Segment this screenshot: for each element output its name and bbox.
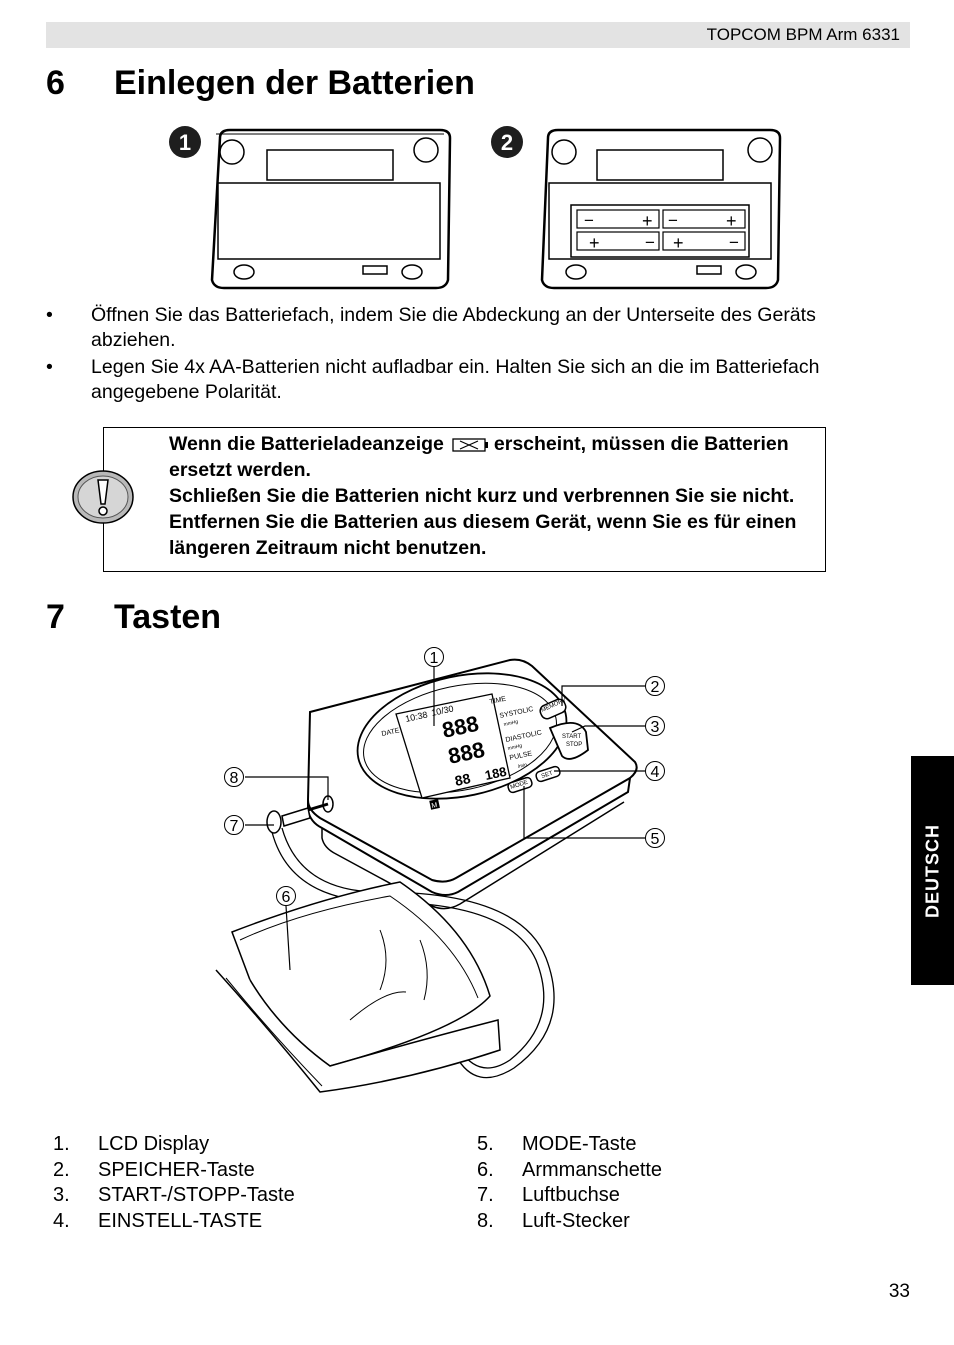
callout-3: 3 [651,719,660,736]
item-number: 1. [53,1133,70,1155]
set-button-label: SET [541,770,554,779]
list-item: 8. Luft-Stecker [477,1209,662,1235]
battery-minus-mark: − [668,211,678,230]
figure-1-closed-cover: 1 [169,126,452,290]
item-number: 3. [53,1184,70,1206]
figure-1-badge [169,126,201,158]
warning-exclamation-icon [72,470,134,524]
figure-2-number: 2 [501,130,513,155]
battery-plus-mark: + [726,211,737,231]
set-button[interactable]: SET [535,765,561,783]
lcd-date-readout: 10/30 [430,703,454,717]
list-item: 3. START-/STOPP-Taste [53,1183,295,1209]
item-label: EINSTELL-TASTE [98,1209,263,1232]
low-battery-icon [452,438,488,452]
note-part-2: erscheint, müssen die Batterien ersetzt … [169,433,789,481]
lcd-time-readout: 10:38 [404,709,428,723]
section-title: Einlegen der Batterien [114,64,475,102]
item-label: SPEICHER-Taste [98,1158,255,1181]
pulse-unit: /min [517,762,528,770]
memory-indicator: M [431,802,438,810]
diastolic-unit: mmHg [507,743,523,752]
item-label: START-/STOPP-Taste [98,1184,295,1206]
language-tab-label: DEUTSCH [922,823,942,918]
figure-1-number: 1 [179,130,191,155]
note-part-1: Wenn die Batterieladeanzeige [169,433,444,455]
blood-pressure-monitor-diagram: 10:38 10/30 888 888 88 188 DATE TIME SYS… [215,647,665,1093]
air-plug [266,802,329,834]
list-item: 4. EINSTELL-TASTE [53,1209,295,1235]
section-number: 6 [46,64,65,102]
instruction-list: • Öffnen Sie das Batteriefach, indem Sie… [46,303,876,407]
section-number: 7 [46,598,65,636]
item-number: 4. [53,1209,70,1232]
battery-compartment-figures: 1 2 − + − + + − + − [169,126,782,290]
list-item: • Legen Sie 4x AA-Batterien nicht auflad… [46,355,876,405]
stop-label: STOP [566,742,582,748]
bullet-text: Öffnen Sie das Batteriefach, indem Sie d… [91,304,816,351]
item-number: 8. [477,1209,494,1232]
callout-1: 1 [430,650,439,667]
page-number: 33 [888,1281,910,1302]
document-title: TOPCOM BPM Arm 6331 [706,25,900,44]
item-label: MODE-Taste [522,1133,637,1155]
list-item: 6. Armmanschette [477,1158,662,1184]
language-tab: DEUTSCH [911,756,954,985]
date-label: DATE [381,727,401,738]
systolic-unit: mmHg [503,719,519,728]
battery-minus-mark: − [645,233,655,252]
item-number: 2. [53,1158,70,1181]
start-label: START [562,734,581,740]
battery-plus-mark: + [642,211,653,231]
arm-cuff [215,881,501,1093]
start-stop-button[interactable]: START STOP [548,722,589,760]
callout-2: 2 [651,679,660,696]
note-part-3: Schließen Sie die Batterien nicht kurz u… [169,485,797,559]
list-item: • Öffnen Sie das Batteriefach, indem Sie… [46,303,876,353]
bullet-text: Legen Sie 4x AA-Batterien nicht aufladba… [91,356,820,403]
callout-6: 6 [282,889,291,906]
item-label: LCD Display [98,1133,210,1155]
figure-2-badge [491,126,523,158]
bullet-marker: • [46,304,53,326]
battery-minus-mark: − [584,211,594,230]
pulse-label: PULSE [509,750,533,762]
time-label: TIME [489,696,507,706]
item-label: Armmanschette [522,1158,663,1181]
battery-plus-mark: + [673,233,684,253]
section-title: Tasten [114,598,222,636]
list-item: 1. LCD Display [53,1132,295,1158]
callout-8: 8 [230,770,239,787]
mode-button[interactable]: MODE [507,776,533,794]
header-bar: TOPCOM BPM Arm 6331 [46,22,910,48]
item-label: Luft-Stecker [522,1209,630,1232]
item-number: 7. [477,1184,494,1206]
parts-list-right: 5. MODE-Taste 6. Armmanschette 7. Luftbuchs… [477,1132,662,1234]
bullet-marker: • [46,356,53,378]
figure-2-open-compartment: 2 − + − + + − + − [491,126,782,290]
list-item: 5. MODE-Taste [477,1132,662,1158]
mode-button-label: MODE [510,780,529,791]
list-item: 7. Luftbuchse [477,1183,662,1209]
item-number: 6. [477,1158,494,1181]
item-label: Luftbuchse [522,1184,620,1206]
monitor-body [306,658,638,910]
battery-plus-mark: + [589,233,600,253]
parts-list-left: 1. LCD Display 2. SPEICHER-Taste 3. START-/… [53,1132,295,1234]
list-item: 2. SPEICHER-Taste [53,1158,295,1184]
callout-4: 4 [651,764,660,781]
lcd-pulse-digits: 188 [484,764,508,783]
callout-7: 7 [230,818,239,835]
callout-5: 5 [651,831,660,848]
lcd-memory-digits: 88 [453,770,472,789]
battery-minus-mark: − [729,233,739,252]
item-number: 5. [477,1133,494,1155]
